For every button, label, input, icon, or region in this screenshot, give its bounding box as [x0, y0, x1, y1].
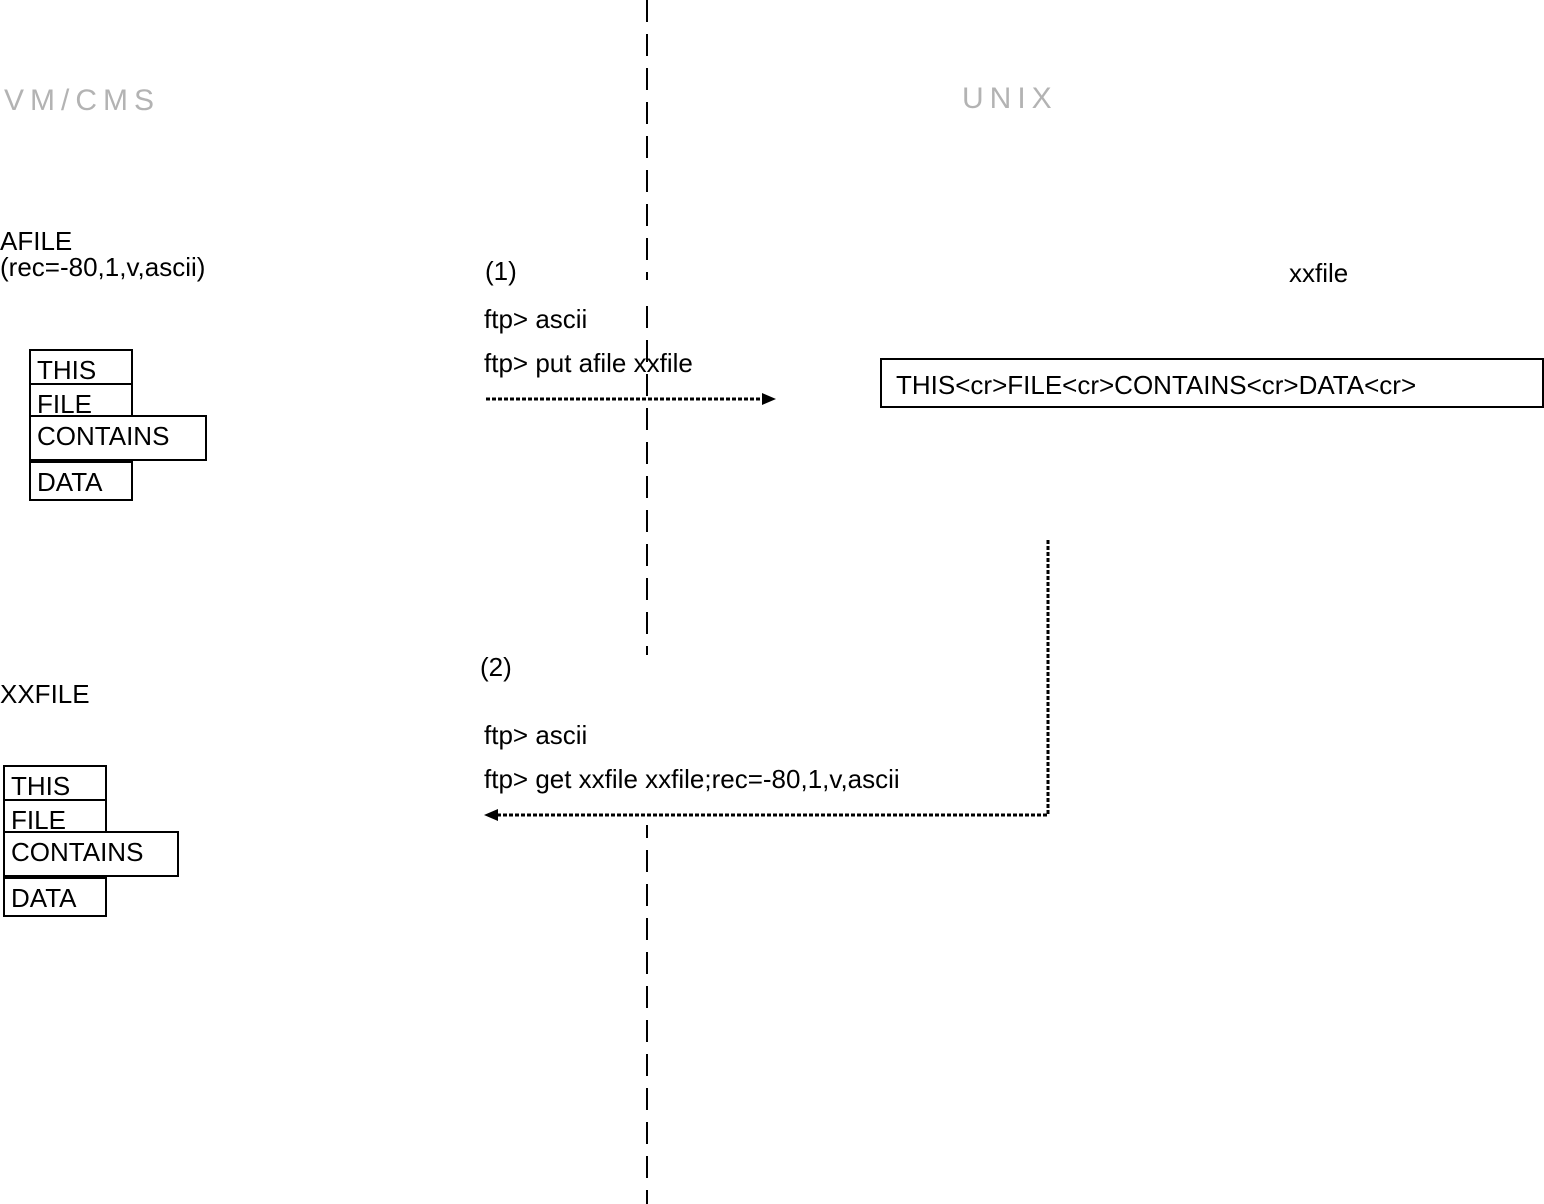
put-arrowhead — [762, 393, 776, 405]
afile-attributes: (rec=-80,1,v,ascii) — [0, 252, 206, 282]
step1-command: ftp> ascii — [484, 304, 588, 334]
xxfile-name: XXFILE — [0, 679, 90, 709]
step2-label: (2) — [480, 652, 512, 682]
unix-header: UNIX — [962, 82, 1058, 115]
get-arrowhead — [484, 809, 498, 821]
afile-record: FILE — [29, 383, 133, 417]
afile-record: THIS — [29, 349, 133, 385]
vm-cms-header: VM/CMS — [4, 84, 160, 117]
get-transfer-arrow — [492, 540, 1050, 817]
afile-name: AFILE — [0, 226, 73, 256]
afile-record: CONTAINS — [29, 415, 207, 461]
xxfile-record: DATA — [3, 877, 107, 917]
unix-file-name: xxfile — [1289, 258, 1349, 288]
step2-command: ftp> ascii — [484, 720, 588, 750]
afile-record: DATA — [29, 461, 133, 501]
xxfile-record: THIS — [3, 765, 107, 801]
xxfile-record: FILE — [3, 799, 107, 833]
xxfile-record: CONTAINS — [3, 831, 179, 877]
unix-file-content: THIS<cr>FILE<cr>CONTAINS<cr>DATA<cr> — [880, 358, 1544, 408]
step1-command: ftp> put afile xxfile — [484, 348, 693, 378]
step2-command: ftp> get xxfile xxfile;rec=-80,1,v,ascii — [484, 764, 900, 794]
step1-label: (1) — [485, 256, 517, 286]
